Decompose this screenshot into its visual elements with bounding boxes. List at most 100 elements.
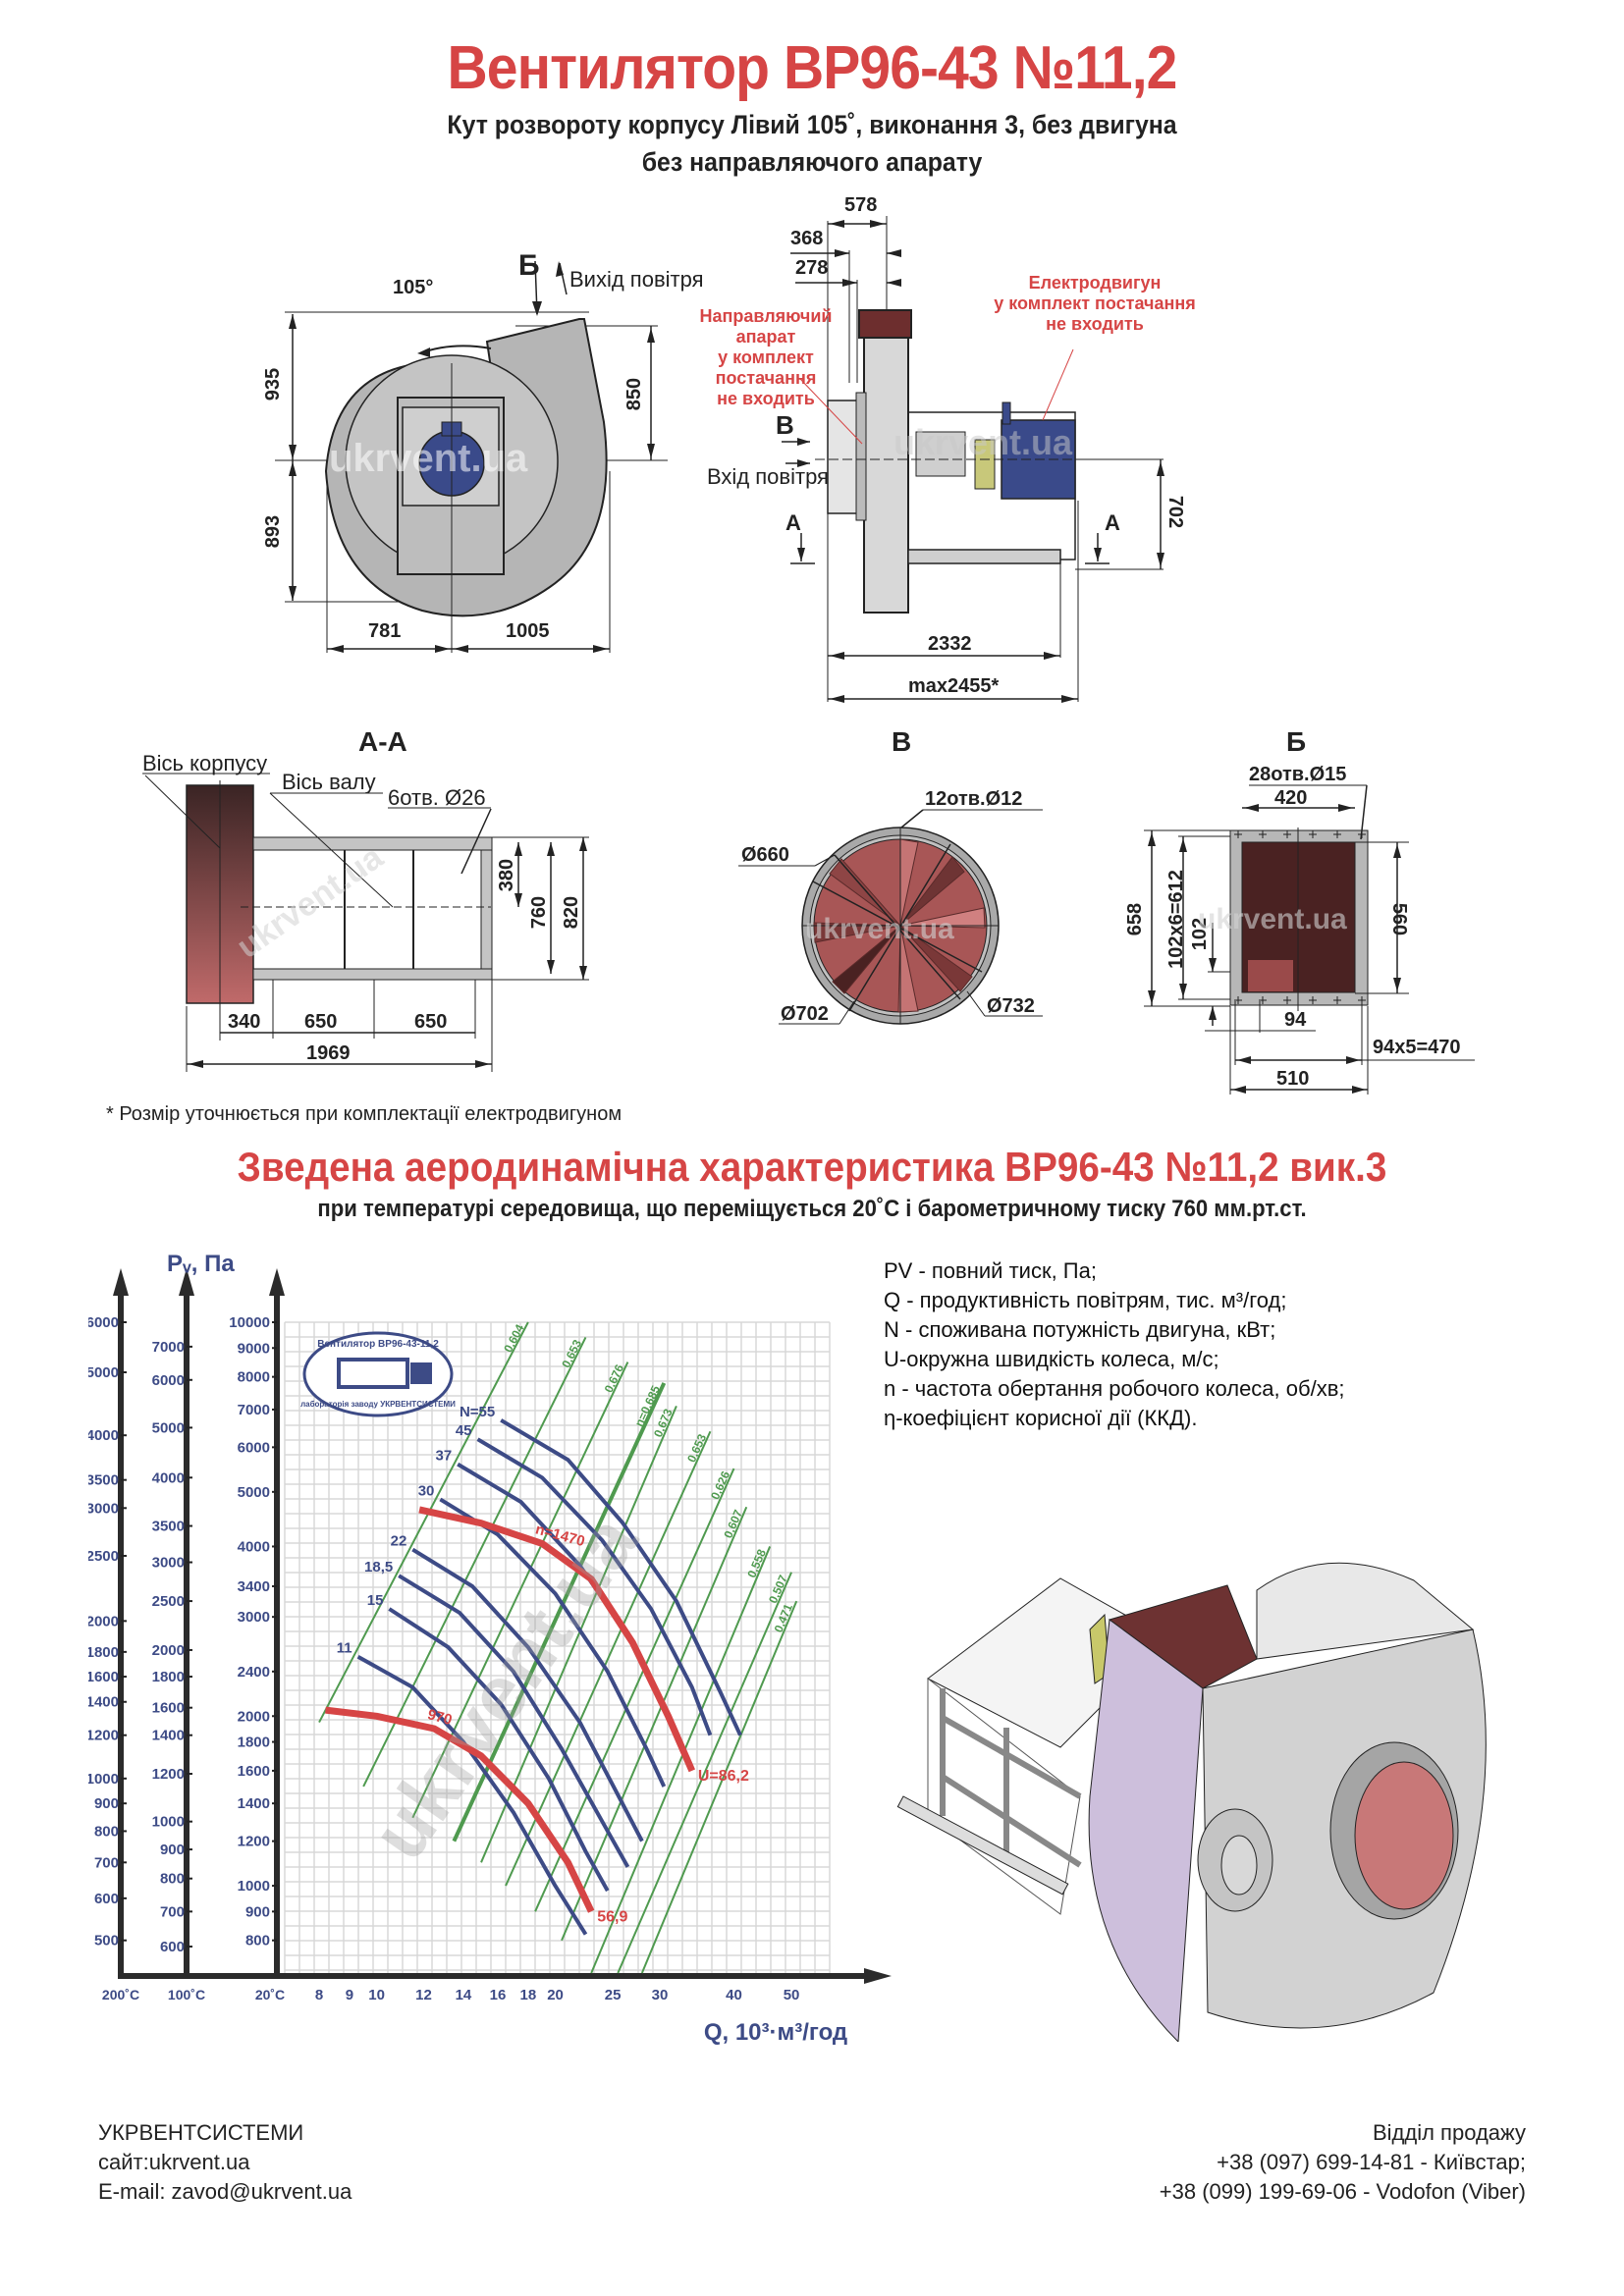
- y-tick-label-20c: 4000: [238, 1538, 270, 1555]
- x-temp-label: 100˚С: [168, 1987, 205, 2002]
- dim-650-a: 650: [304, 1011, 338, 1033]
- efficiency-label: 0,604: [501, 1322, 526, 1355]
- dim-368: 368: [790, 228, 824, 249]
- front-view-drawing: [275, 260, 668, 653]
- y-tick-label-20c: 7000: [238, 1402, 270, 1418]
- front-view: 105° Б Вихід повітря 935 893 850 781 100…: [255, 236, 766, 667]
- efficiency-label: 0,507: [766, 1573, 790, 1605]
- speed-curve-end-label: 56,9: [597, 1908, 627, 1925]
- fan-3d-render: [884, 1502, 1522, 2044]
- guide-note-line: Направляючий апарат: [699, 306, 833, 347]
- watermark: ukrvent.ua: [805, 913, 954, 945]
- y-tick-label-100c: 1600: [152, 1700, 185, 1717]
- power-curve-label: 11: [337, 1640, 352, 1657]
- y-tick-label-200c: 1000: [88, 1771, 119, 1788]
- watermark: ukrvent.ua: [893, 422, 1073, 462]
- chart-legend: PV - повний тиск, Па; Q - продуктивність…: [884, 1256, 1522, 1433]
- guide-note-line: у комплект постачання: [715, 347, 817, 388]
- y-tick-label-100c: 3500: [152, 1519, 185, 1535]
- section-b-drawing: [1144, 784, 1475, 1095]
- x-temp-label: 200˚С: [102, 1987, 139, 2002]
- axis-body-label: Вісь корпусу: [142, 751, 268, 775]
- side-view: 578 368 278 Направляючий апарат у компле…: [687, 187, 1532, 707]
- footer-company: УКРВЕНТСИСТЕМИ: [98, 2120, 304, 2145]
- y-tick-label-20c: 3400: [238, 1578, 270, 1595]
- speed-curve-label: 970: [426, 1706, 455, 1729]
- power-curve-label: 30: [418, 1482, 435, 1499]
- motor-note-line: Електродвигун: [1028, 273, 1162, 293]
- section-mark-b: Б: [518, 249, 540, 282]
- y-tick-label-20c: 1800: [238, 1735, 270, 1751]
- stamp-top-text: Вентилятор ВР96-43-11,2: [317, 1339, 439, 1350]
- efficiency-line: [362, 1336, 587, 1788]
- y-tick-label-100c: 7000: [152, 1339, 185, 1356]
- fan-3d-drawing: [896, 1562, 1487, 2044]
- x-tick-label: 18: [520, 1987, 537, 2003]
- legend-u: U-окружна швидкість колеса, м/с;: [884, 1347, 1219, 1371]
- power-curve-label: 45: [456, 1422, 472, 1439]
- efficiency-line: [534, 1468, 735, 1912]
- stamp-motor-icon: [410, 1362, 432, 1384]
- y-tick-label-200c: 500: [94, 1933, 119, 1949]
- motor-note-line: не входить: [1046, 314, 1144, 334]
- y-axis-arrow: [269, 1268, 285, 1296]
- x-tick-label: 12: [415, 1987, 432, 2003]
- y-tick-label-20c: 8000: [238, 1369, 270, 1386]
- speed-curve: [325, 1706, 595, 1913]
- y-axis-arrow: [179, 1268, 194, 1296]
- y-tick-label-20c: 5000: [238, 1484, 270, 1501]
- y-tick-label-20c: 6000: [238, 1439, 270, 1456]
- dim-340: 340: [228, 1011, 261, 1033]
- dim-820: 820: [561, 895, 583, 930]
- x-tick-label: 14: [456, 1987, 472, 2003]
- y-tick-label-100c: 5000: [152, 1419, 185, 1436]
- chart-section-subtitle: при температурі середовища, що переміщує…: [317, 1196, 1307, 1222]
- footer-phone-1[interactable]: +38 (097) 699-14-81 - Київстар;: [1217, 2150, 1526, 2174]
- x-tick-label: 10: [368, 1987, 385, 2003]
- power-curve: [388, 1607, 610, 1893]
- legend-pv: PV - повний тиск, Па;: [884, 1258, 1097, 1283]
- angle-label: 105°: [393, 277, 434, 298]
- efficiency-line: [640, 1600, 798, 1974]
- footer-email[interactable]: E-mail: zavod@ukrvent.ua: [98, 2179, 352, 2204]
- dim-760: 760: [528, 895, 551, 930]
- y-tick-label-100c: 700: [160, 1903, 185, 1920]
- page-subtitle-1: Кут розвороту корпусу Лівий 105˚, викона…: [447, 110, 1177, 139]
- legend-rpm: n - частота обертання робочого колеса, о…: [884, 1376, 1345, 1401]
- footer-company-block: УКРВЕНТСИСТЕМИ сайт:ukrvent.ua E-mail: z…: [98, 2118, 352, 2207]
- stamp-bottom-text: лабораторія заводу УКРВЕНТСИСТЕМИ: [300, 1400, 456, 1409]
- y-tick-label-100c: 800: [160, 1871, 185, 1888]
- section-v: В 12отв.Ø12 Ø660 Ø702 Ø732 ukrvent.ua: [707, 726, 1080, 1050]
- dim-d702: Ø702: [781, 1003, 829, 1025]
- y-tick-label-20c: 2000: [238, 1708, 270, 1725]
- footer-site[interactable]: сайт:ukrvent.ua: [98, 2150, 250, 2174]
- dim-781: 781: [368, 620, 402, 642]
- power-curve-label: 37: [436, 1448, 453, 1465]
- section-v-drawing: [738, 809, 1043, 1025]
- section-aa: А-А Вісь корпусу Вісь валу 6отв. Ø26 380…: [98, 726, 668, 1099]
- axis-shaft-label: Вісь валу: [282, 770, 376, 794]
- y-tick-label-100c: 1200: [152, 1766, 185, 1783]
- y-tick-label-200c: 3500: [88, 1472, 119, 1489]
- x-tick-label: 16: [490, 1987, 507, 2003]
- footer-phone-2[interactable]: +38 (099) 199-69-06 - Vodofon (Viber): [1159, 2179, 1526, 2204]
- dim-935: 935: [262, 367, 285, 401]
- dim-2332: 2332: [928, 633, 972, 655]
- power-curve: [356, 1654, 588, 1936]
- y-tick-label-20c: 1600: [238, 1763, 270, 1780]
- aero-chart-svg: Pᵥ, Па1000090008000700060005000400034003…: [86, 1251, 892, 2046]
- dim-893: 893: [262, 514, 285, 549]
- x-tick-label: 40: [726, 1987, 742, 2003]
- footnote: * Розмір уточнюється при комплектації ел…: [106, 1103, 623, 1125]
- y-tick-label-100c: 900: [160, 1842, 185, 1858]
- legend-eta: η-коефіцієнт корисної дії (ККД).: [884, 1406, 1198, 1430]
- power-curve: [500, 1418, 742, 1736]
- power-curve: [411, 1547, 644, 1842]
- dim-658: 658: [1124, 902, 1147, 936]
- power-curve-label: 15: [367, 1592, 384, 1609]
- y-tick-label-200c: 2500: [88, 1548, 119, 1565]
- dim-470: 94x5=470: [1373, 1037, 1461, 1058]
- speed-curve: [418, 1506, 696, 1773]
- efficiency-line: [617, 1572, 792, 1974]
